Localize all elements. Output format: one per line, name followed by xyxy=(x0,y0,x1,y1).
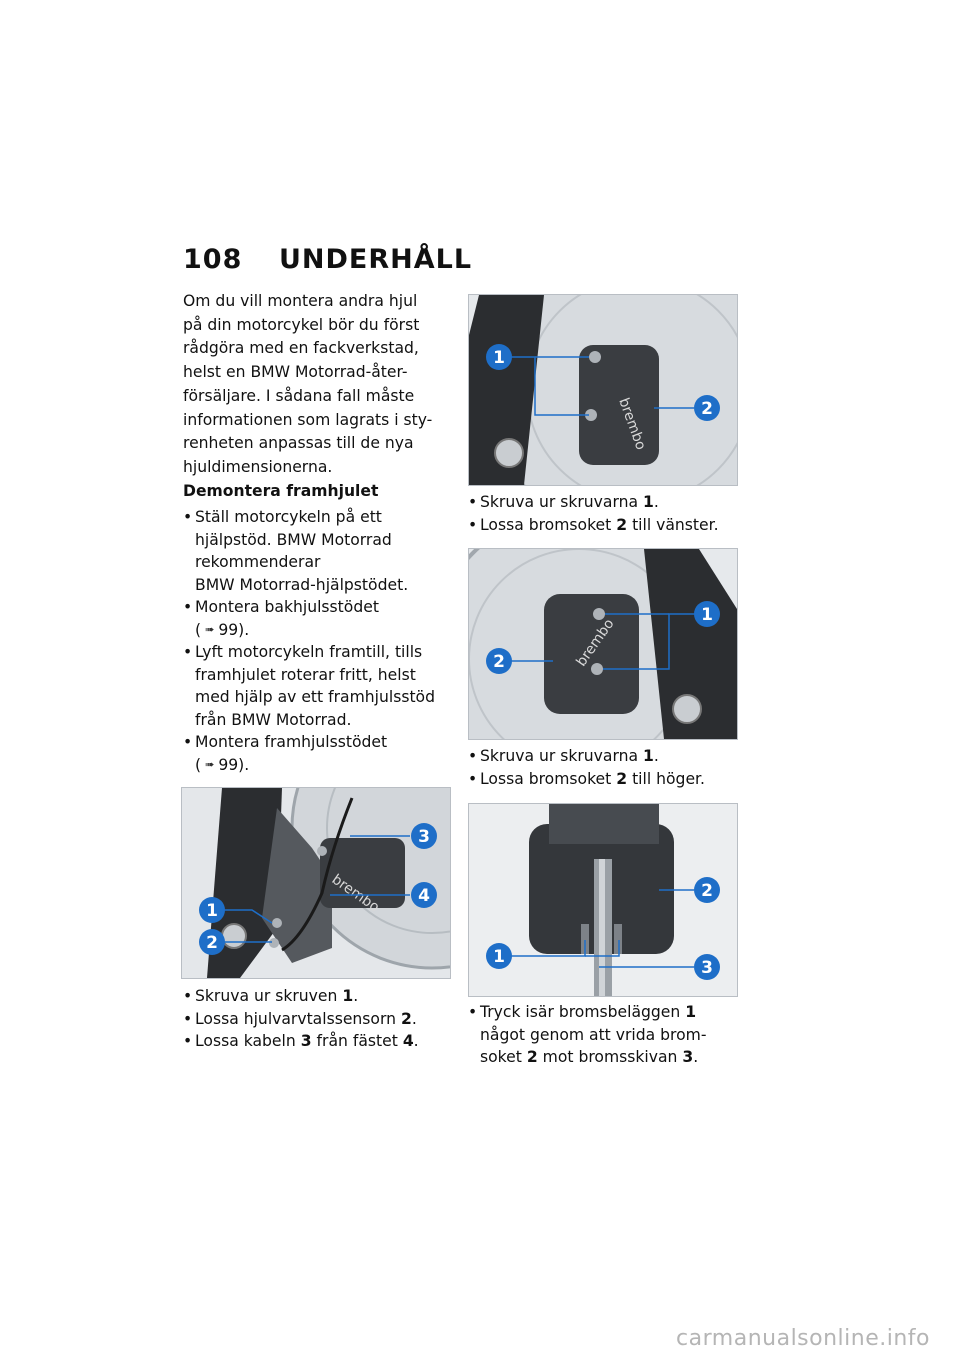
arrow-icon: ➠ xyxy=(205,622,215,636)
step-ref-number: 2 xyxy=(616,515,628,534)
figure-caliper-left: brembo 1 2 xyxy=(468,294,738,486)
intro-line: Om du vill montera andra hjul xyxy=(183,292,418,310)
step-end: . xyxy=(413,1032,419,1050)
step-item: Lossa hjulvarvtalssensorn 2. xyxy=(183,1008,463,1031)
step-text: Skruva ur skruvarna xyxy=(480,747,639,765)
step-item: Lossa bromsoket 2 till vänster. xyxy=(468,514,748,537)
step-ref-number: 1 xyxy=(685,1003,697,1021)
step-item: Lyft motorcykeln framtill, tills framhju… xyxy=(183,641,463,731)
callout-label: 3 xyxy=(418,827,430,847)
steps-list-fig1: Skruva ur skruven 1. Lossa hjulvarvtalss… xyxy=(183,985,463,1053)
steps-list-fig4: Tryck isär bromsbeläggen 1 något genom a… xyxy=(468,1001,748,1069)
step-line: soket 2 mot bromsskivan 3. xyxy=(480,1046,748,1069)
arrow-icon: ➠ xyxy=(205,757,215,771)
step-line: Montera bakhjulsstödet xyxy=(195,598,379,616)
step-item: Skruva ur skruven 1. xyxy=(183,985,463,1008)
callout-label: 2 xyxy=(206,933,218,953)
step-line: något genom att vrida brom- xyxy=(480,1025,707,1044)
page-header: 108 UNDERHÅLL xyxy=(183,244,472,275)
callout-label: 2 xyxy=(701,881,713,901)
step-text: soket xyxy=(480,1048,522,1066)
step-text: Skruva ur skruvarna xyxy=(480,493,639,511)
callout-label: 1 xyxy=(493,947,505,967)
intro-line: på din motorcykel bör du först xyxy=(183,315,420,334)
intro-line: renheten anpassas till de nya xyxy=(183,434,414,453)
step-text: Lossa hjulvarvtalssensorn xyxy=(195,1009,396,1028)
step-item: Lossa bromsoket 2 till höger. xyxy=(468,768,748,791)
step-ref-number: 3 xyxy=(300,1032,312,1050)
steps-list-fig2: Skruva ur skruvarna 1. Lossa bromsoket 2… xyxy=(468,491,748,536)
callout-label: 1 xyxy=(206,901,218,921)
step-item: Skruva ur skruvarna 1. xyxy=(468,745,748,768)
step-ref-number: 4 xyxy=(402,1032,414,1050)
step-item: Montera bakhjulsstödet (➠99). xyxy=(183,596,463,641)
step-ref-number: 3 xyxy=(682,1048,694,1066)
callout-label: 1 xyxy=(701,605,713,625)
step-ref-number: 2 xyxy=(400,1009,412,1028)
step-end: . xyxy=(653,493,659,511)
ref-open: ( xyxy=(195,620,202,639)
intro-line: försäljare. I sådana fall måste xyxy=(183,386,415,405)
step-line: hjälpstöd. BMW Motorrad xyxy=(195,530,392,549)
step-text: Lossa kabeln xyxy=(195,1032,296,1050)
figure-caliper-right: brembo 1 2 xyxy=(468,548,738,740)
step-end: . xyxy=(653,747,659,765)
intro-line: rådgöra med en fackverkstad, xyxy=(183,339,419,358)
step-end: . xyxy=(353,987,359,1005)
step-text: till höger. xyxy=(632,769,705,788)
ref-page: 99). xyxy=(218,755,250,774)
step-line: framhjulet roterar fritt, helst xyxy=(195,665,416,684)
step-text: Skruva ur skruven xyxy=(195,987,338,1005)
page-number: 108 xyxy=(183,244,243,275)
figure-caliper-sensor: brembo 1 2 3 4 xyxy=(181,787,451,979)
page-reference[interactable]: (➠99). xyxy=(195,754,249,777)
callout-label: 1 xyxy=(493,348,505,368)
intro-paragraph: Om du vill montera andra hjul på din mot… xyxy=(183,290,455,480)
step-item: Skruva ur skruvarna 1. xyxy=(468,491,748,514)
step-line: Tryck isär bromsbeläggen 1 xyxy=(480,1001,748,1024)
intro-line: helst en BMW Motorrad-åter- xyxy=(183,363,408,382)
step-line: från BMW Motorrad. xyxy=(195,710,352,729)
step-text: Lossa bromsoket xyxy=(480,769,612,788)
step-text: mot bromsskivan xyxy=(542,1048,678,1066)
page-reference[interactable]: (➠99). xyxy=(195,619,249,642)
step-line: Lyft motorcykeln framtill, tills xyxy=(195,643,423,661)
page-title: UNDERHÅLL xyxy=(279,244,473,275)
section-title: Demontera framhjulet xyxy=(183,482,379,500)
step-text: till vänster. xyxy=(632,515,719,534)
steps-list-left: Ställ motorcykeln på ett hjälpstöd. BMW … xyxy=(183,506,463,776)
step-end: . xyxy=(693,1048,699,1066)
step-ref-number: 2 xyxy=(526,1048,538,1066)
step-text: Lossa bromsoket xyxy=(480,515,612,534)
step-item: Lossa kabeln 3 från fästet 4. xyxy=(183,1030,463,1053)
ref-page: 99). xyxy=(218,620,250,639)
step-item: Montera framhjulsstödet (➠99). xyxy=(183,731,463,776)
step-ref-number: 2 xyxy=(616,769,628,788)
intro-line: informationen som lagrats i sty- xyxy=(183,410,433,429)
step-end: . xyxy=(411,1009,417,1028)
step-line: Ställ motorcykeln på ett xyxy=(195,508,382,526)
ref-open: ( xyxy=(195,755,202,774)
step-ref-number: 1 xyxy=(643,493,654,511)
step-line: Montera framhjulsstödet xyxy=(195,733,388,751)
step-item: Ställ motorcykeln på ett hjälpstöd. BMW … xyxy=(183,506,463,596)
step-ref-number: 1 xyxy=(643,747,654,765)
callout-label: 2 xyxy=(701,399,713,419)
step-text: från fästet xyxy=(316,1032,398,1050)
steps-list-fig3: Skruva ur skruvarna 1. Lossa bromsoket 2… xyxy=(468,745,748,790)
callout-label: 2 xyxy=(493,652,505,672)
intro-line: hjuldimensionerna. xyxy=(183,457,333,476)
step-ref-number: 1 xyxy=(342,987,354,1005)
step-text: Tryck isär bromsbeläggen xyxy=(480,1003,681,1021)
step-item: Tryck isär bromsbeläggen 1 något genom a… xyxy=(468,1001,748,1069)
step-line: rekommenderar xyxy=(195,553,321,571)
callout-label: 3 xyxy=(701,958,713,978)
watermark: carmanualsonline.info xyxy=(676,1326,930,1351)
step-line: med hjälp av ett framhjulsstöd xyxy=(195,688,435,706)
callout-label: 4 xyxy=(418,886,430,906)
figure-brake-pads: 1 2 3 xyxy=(468,803,738,997)
step-line: BMW Motorrad-hjälpstödet. xyxy=(195,575,409,594)
